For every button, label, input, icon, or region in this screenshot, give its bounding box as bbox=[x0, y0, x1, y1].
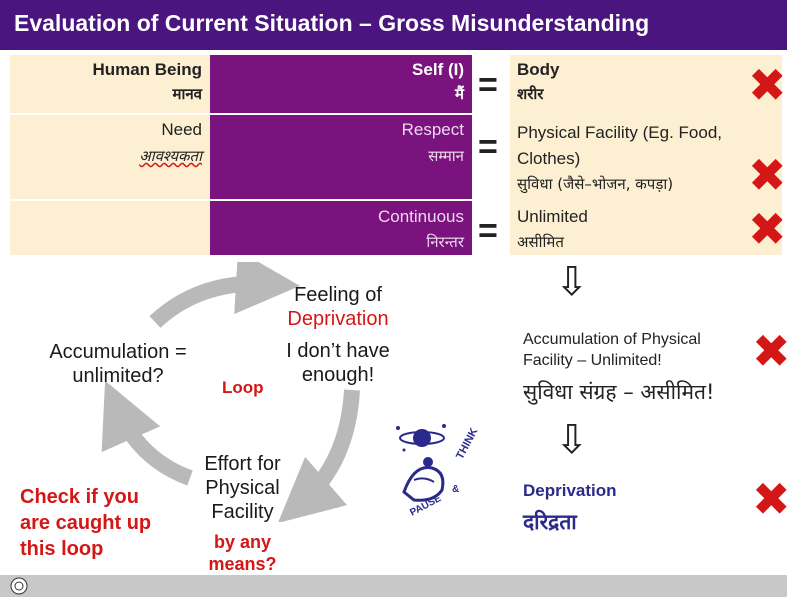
self-hindi: मैं bbox=[455, 85, 464, 103]
bottom-bar bbox=[0, 575, 787, 597]
left-column-bg bbox=[10, 55, 210, 255]
cross-icon: ✖ bbox=[752, 472, 787, 526]
self-label: Self (I) bbox=[412, 60, 464, 79]
dont-have-label: I don’t have bbox=[286, 340, 390, 362]
human-being-label: Human Being bbox=[92, 60, 202, 79]
down-arrow-icon: ⇩ bbox=[555, 417, 589, 463]
unlimited-question: unlimited? bbox=[72, 365, 164, 387]
physical-facility-label: Physical Facility (Eg. Food, Clothes) bbox=[517, 123, 723, 168]
means-label: means? bbox=[208, 554, 277, 574]
slide-title: Evaluation of Current Situation – Gross … bbox=[14, 10, 650, 36]
body-hindi: शरीर bbox=[517, 85, 544, 103]
unlimited-label: Unlimited bbox=[517, 207, 588, 226]
row-divider bbox=[10, 113, 472, 115]
equals-sign: = bbox=[478, 66, 498, 104]
enough-label: enough! bbox=[301, 364, 375, 386]
cross-icon: ✖ bbox=[748, 148, 787, 202]
by-any-label: by any bbox=[213, 532, 272, 552]
equals-sign: = bbox=[478, 212, 498, 250]
physical-facility-hindi: सुविधा (जैसे–भोजन, कपड़ा) bbox=[517, 175, 674, 193]
cross-icon: ✖ bbox=[752, 324, 787, 378]
accumulation-hindi: सुविधा संग्रह – असीमित! bbox=[523, 380, 715, 404]
title-bar bbox=[0, 0, 787, 50]
need-hindi: आवश्यकता bbox=[139, 147, 202, 165]
down-arrow-icon: ⇩ bbox=[555, 259, 589, 305]
cross-icon: ✖ bbox=[748, 58, 787, 112]
ampersand-text: & bbox=[452, 484, 459, 495]
physical-label: Physical bbox=[205, 477, 280, 499]
respect-hindi: सम्मान bbox=[428, 147, 464, 165]
equals-sign: = bbox=[478, 128, 498, 166]
unlimited-hindi: असीमित bbox=[517, 233, 564, 251]
check-line-2: are caught up bbox=[20, 512, 152, 534]
think-text: THINK bbox=[454, 426, 480, 461]
continuous-label: Continuous bbox=[377, 207, 464, 226]
deprivation-hindi: दरिद्रता bbox=[523, 510, 577, 534]
loop-arrow-top bbox=[149, 262, 300, 328]
institute-logo-icon bbox=[10, 577, 28, 595]
continuous-hindi: निरन्तर bbox=[426, 233, 464, 251]
effort-label: Effort for bbox=[204, 453, 281, 475]
deprivation-label: Deprivation bbox=[523, 481, 617, 500]
loop-arrow-left bbox=[101, 380, 193, 486]
loop-arrow-right bbox=[277, 389, 360, 522]
loop-label: Loop bbox=[222, 378, 264, 397]
pause-text: PAUSE bbox=[408, 493, 443, 519]
respect-label: Respect bbox=[401, 120, 464, 139]
pause-think-logo: THINK PAUSE & bbox=[396, 424, 480, 519]
body-label: Body bbox=[517, 60, 560, 79]
middle-column-bg bbox=[210, 55, 472, 255]
right-column-bg bbox=[510, 55, 782, 255]
accumulation-physical-line2: Facility – Unlimited! bbox=[523, 352, 662, 369]
cross-icon: ✖ bbox=[748, 202, 787, 256]
accumulation-physical-line1: Accumulation of Physical bbox=[523, 331, 701, 348]
accumulation-label: Accumulation = bbox=[49, 341, 187, 363]
need-label: Need bbox=[161, 120, 202, 139]
check-line-3: this loop bbox=[20, 538, 104, 560]
feeling-of-label: Feeling of bbox=[294, 284, 382, 306]
row-divider bbox=[10, 199, 472, 201]
human-being-hindi: मानव bbox=[172, 85, 202, 103]
loop-arrows bbox=[101, 262, 360, 522]
facility-label: Facility bbox=[211, 501, 274, 523]
deprivation-label: Deprivation bbox=[287, 308, 389, 330]
check-line-1: Check if you bbox=[20, 486, 139, 508]
